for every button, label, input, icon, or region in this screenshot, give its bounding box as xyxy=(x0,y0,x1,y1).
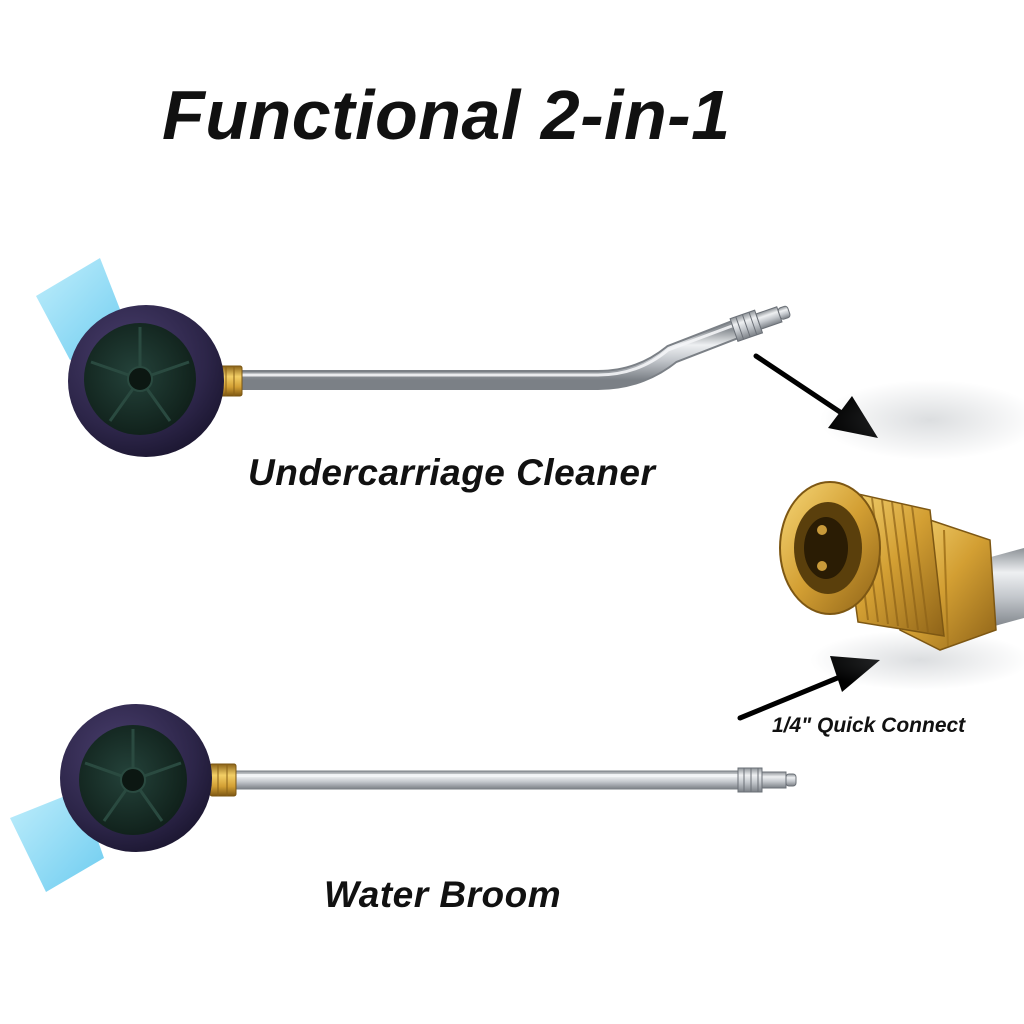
undercarriage-cleaner-label: Undercarriage Cleaner xyxy=(248,452,656,493)
quick-connect-coupler xyxy=(779,380,1024,690)
quick-connect-label: 1/4" Quick Connect xyxy=(772,714,966,737)
quick-connect-plug xyxy=(729,305,791,342)
headline: Functional 2-in-1 xyxy=(162,76,731,154)
wand xyxy=(231,770,741,790)
water-broom xyxy=(10,704,797,892)
water-broom-label: Water Broom xyxy=(324,874,562,915)
undercarriage-cleaner xyxy=(36,258,791,457)
quick-connect-plug xyxy=(737,767,797,793)
brass-fitting xyxy=(209,763,237,797)
